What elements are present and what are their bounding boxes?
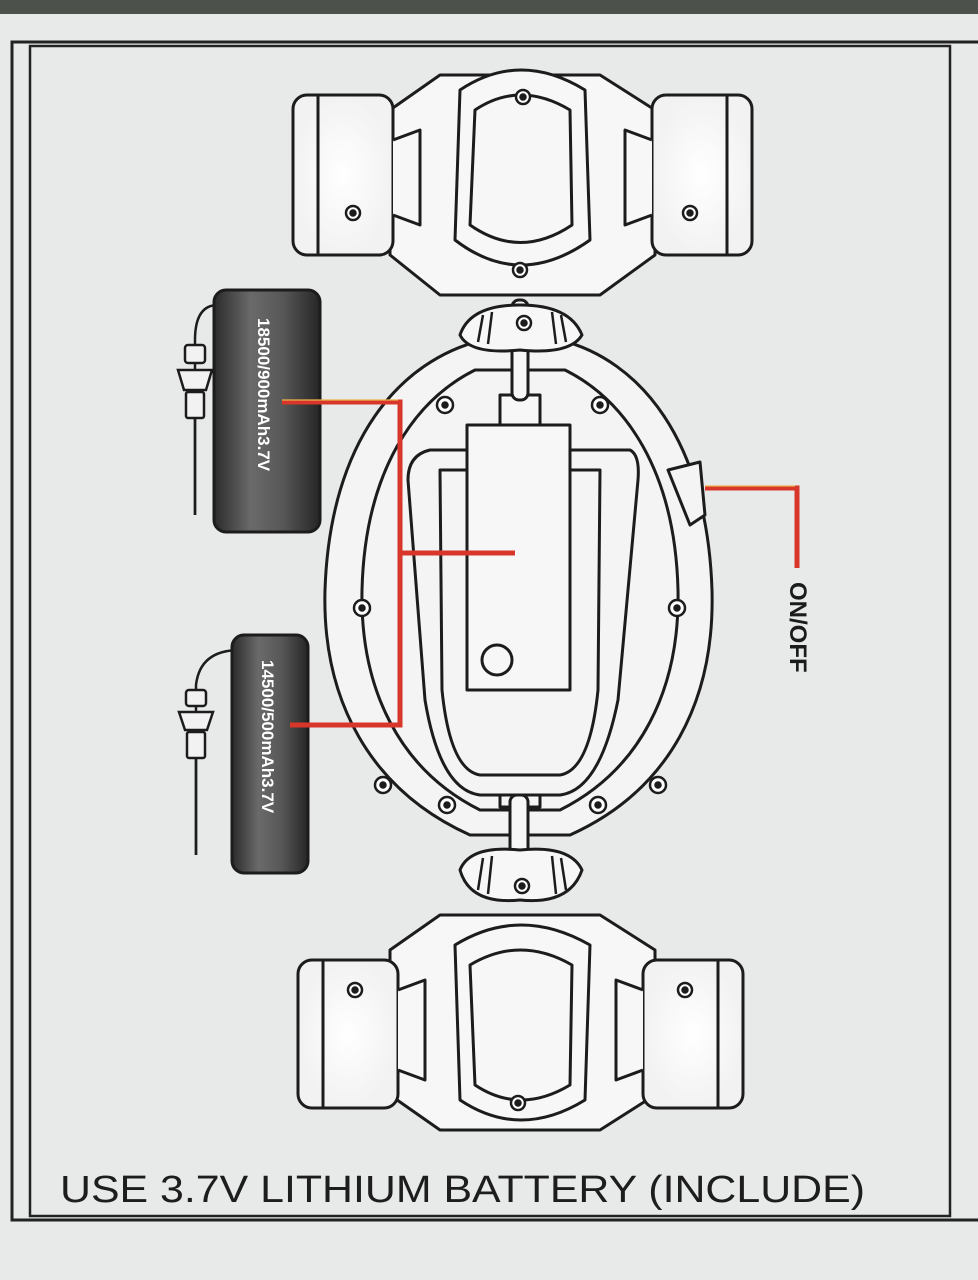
rear-hub-inner [468, 948, 574, 1102]
battery-1-label: 18500/900mAh3.7V [254, 318, 273, 472]
battery-1-cell [212, 288, 322, 534]
wiring [282, 399, 800, 728]
footer-text: USE 3.7V LITHIUM BATTERY (INCLUDE) [60, 1169, 865, 1211]
battery-bay-inner [438, 468, 602, 777]
top-shadow [0, 0, 978, 14]
rear-right-tire [641, 958, 745, 1110]
battery-2-cell [230, 633, 310, 875]
outer-frame [10, 40, 978, 1222]
switch-wire [705, 485, 800, 568]
switch-label: ON/OFF [784, 582, 811, 673]
battery-2-connector [177, 688, 215, 855]
battery-1-connector [176, 343, 214, 515]
front-right-tire [650, 93, 754, 257]
receiver-led [480, 643, 514, 677]
front-axle-screws [344, 88, 699, 332]
rear-left-tire [296, 958, 400, 1110]
front-hub-inner [468, 93, 574, 244]
battery-2-label: 14500/500mAh3.7V [258, 660, 277, 814]
rear-axle [296, 913, 745, 1132]
front-axle [291, 68, 754, 297]
battery-2: 14500/500mAh3.7V [177, 633, 310, 875]
chassis-screws [352, 395, 687, 815]
switch-housing [666, 460, 707, 527]
gearbox-ribs [476, 311, 568, 895]
battery-1-wire [282, 399, 403, 728]
front-left-tire [291, 93, 395, 257]
receiver-board [465, 423, 572, 692]
rear-axle-screws [346, 877, 694, 1112]
chassis-inner-shell [360, 368, 680, 812]
battery-1: 18500/900mAh3.7V [176, 288, 322, 534]
battery-bay [406, 448, 640, 797]
chassis [323, 298, 714, 903]
